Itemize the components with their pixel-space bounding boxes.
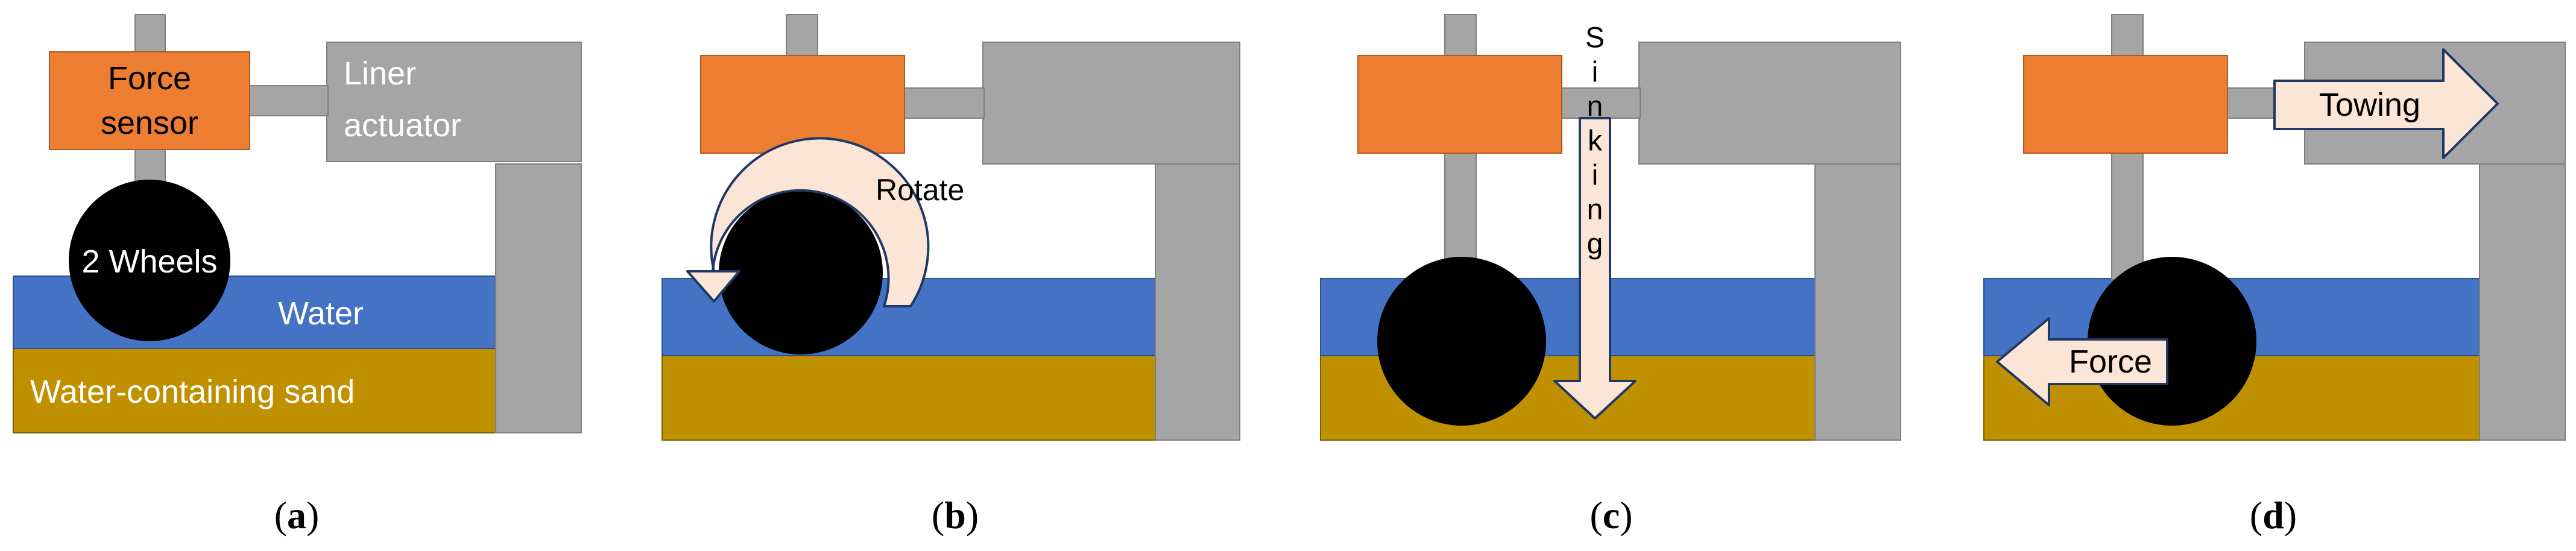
sand-label: Water-containing sand — [30, 374, 355, 410]
force-label: Force — [2069, 344, 2152, 380]
wheel — [719, 190, 883, 354]
panel-b-caption-letter: b — [944, 494, 966, 537]
panel-b-caption: (b) — [932, 494, 979, 537]
wheel — [69, 180, 230, 341]
actuator-label-line2: actuator — [344, 107, 461, 143]
rotate-arrow — [686, 137, 930, 307]
actuator-column — [495, 163, 582, 433]
actuator-head — [982, 42, 1240, 165]
force-sensor — [49, 51, 250, 150]
actuator-column — [1814, 162, 1901, 441]
force-sensor-label-line1: Force — [108, 60, 191, 96]
rotate-label: Rotate — [876, 173, 964, 207]
panel-a: Force sensor Liner actuator 2 Wheels Wat… — [13, 14, 582, 537]
actuator-head — [1638, 42, 1901, 165]
panel-b: Rotate (b) — [661, 14, 1240, 537]
force-sensor — [2023, 55, 2228, 154]
panel-d: Towing Force (d) — [1983, 14, 2566, 537]
panel-d-caption-letter: d — [2262, 494, 2284, 537]
panel-a-caption-letter: a — [287, 494, 306, 537]
wheel-label: 2 Wheels — [81, 244, 217, 280]
panel-c-caption-letter: c — [1603, 494, 1620, 537]
panel-c-caption: (c) — [1589, 494, 1632, 537]
force-sensor-label-line2: sensor — [101, 105, 198, 141]
panel-d-caption: (d) — [2250, 494, 2297, 537]
connector-arm — [1560, 87, 1641, 119]
sinking-label: Sinking — [1579, 22, 1611, 263]
wheel — [1377, 257, 1546, 426]
force-sensor — [1357, 55, 1562, 154]
actuator-column — [1155, 162, 1240, 441]
actuator-column — [2479, 162, 2566, 441]
connector-arm — [248, 85, 329, 116]
water-label: Water — [278, 295, 364, 332]
connector-arm — [904, 87, 985, 119]
towing-label: Towing — [2319, 87, 2420, 123]
actuator-head — [326, 42, 582, 162]
force-arrow — [1996, 317, 2168, 406]
sinking-arrow — [1553, 117, 1637, 420]
panel-c: Sinking (c) — [1320, 14, 1901, 537]
towing-arrow — [2273, 48, 2499, 159]
sand-layer — [661, 355, 1156, 441]
actuator-label-line1: Liner — [344, 55, 416, 92]
sand-layer — [13, 348, 496, 433]
panel-a-caption: (a) — [274, 494, 320, 537]
force-sensor — [700, 55, 905, 154]
